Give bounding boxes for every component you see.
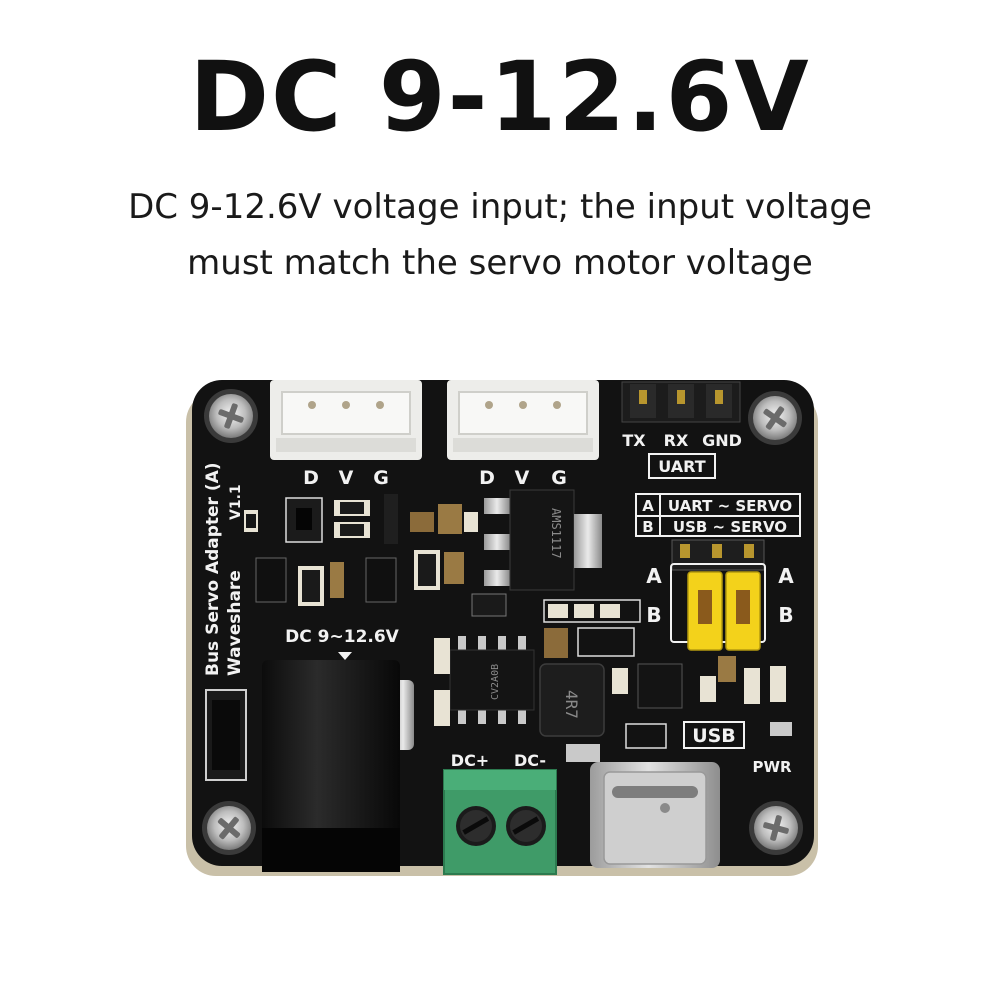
smd-components-left <box>244 494 507 617</box>
voltage-regulator: AMS1117 <box>484 489 602 591</box>
conn1-pin-v: V <box>339 467 354 489</box>
uart-pin-gnd: GND <box>702 431 742 450</box>
conn2-pin-d: D <box>479 467 495 489</box>
mode-legend <box>635 493 801 537</box>
smd-components-middle <box>434 599 792 762</box>
mode-a-text: UART ~ SERVO <box>668 497 792 515</box>
screw-terminal <box>443 769 557 875</box>
uart-pin-tx: TX <box>622 431 646 450</box>
driver-ic: CV2A0B <box>449 636 535 724</box>
screw-top-right <box>748 391 802 445</box>
usb-label-box <box>683 721 745 749</box>
dc-jack-label: DC 9~12.6V <box>285 627 400 647</box>
screw-bottom-left <box>202 801 256 855</box>
inductor-marking: 4R7 <box>562 690 581 719</box>
dc-barrel-jack <box>262 660 414 872</box>
conn1-pin-d: D <box>303 467 319 489</box>
conn2-pin-g: G <box>551 467 567 489</box>
mode-jumper-block <box>670 539 766 643</box>
ic-marking: CV2A0B <box>490 664 501 700</box>
conn2-pin-v: V <box>515 467 530 489</box>
jumper-cap-right <box>725 571 761 651</box>
terminal-plus-label: DC+ <box>451 751 489 770</box>
dc-jack-arrow <box>338 652 352 660</box>
power-inductor: 4R7 <box>539 663 605 737</box>
smd-diode <box>205 689 247 781</box>
terminal-minus-label: DC- <box>514 751 546 770</box>
uart-label-box <box>648 453 716 479</box>
screw-bottom-right <box>749 801 803 855</box>
servo-connector-1 <box>270 380 422 460</box>
mode-a-code: A <box>642 497 654 515</box>
screw-top-left <box>204 389 258 443</box>
usb-c-port <box>590 762 720 868</box>
mode-b-code: B <box>642 518 653 536</box>
jumper-a-left: A <box>646 564 662 588</box>
regulator-marking: AMS1117 <box>549 508 563 559</box>
usb-label: USB <box>692 725 736 747</box>
board-version: V1.1 <box>228 484 244 520</box>
uart-label: UART <box>658 457 705 476</box>
uart-pin-header <box>621 381 741 423</box>
uart-pin-rx: RX <box>664 431 689 450</box>
subtitle-line-2: must match the servo motor voltage <box>187 243 813 283</box>
jumper-a-right: A <box>778 564 794 588</box>
jumper-cap-left <box>687 571 723 651</box>
page-title: DC 9-12.6V <box>189 41 811 153</box>
pwr-label: PWR <box>752 758 792 776</box>
product-name: Bus Servo Adapter (A) <box>203 462 223 676</box>
brand-name: Waveshare <box>225 570 245 676</box>
mode-b-text: USB ~ SERVO <box>673 518 787 536</box>
servo-connector-2 <box>447 380 599 460</box>
jumper-b-left: B <box>646 603 661 627</box>
subtitle-line-1: DC 9-12.6V voltage input; the input volt… <box>128 187 872 227</box>
jumper-b-right: B <box>778 603 793 627</box>
conn1-pin-g: G <box>373 467 389 489</box>
